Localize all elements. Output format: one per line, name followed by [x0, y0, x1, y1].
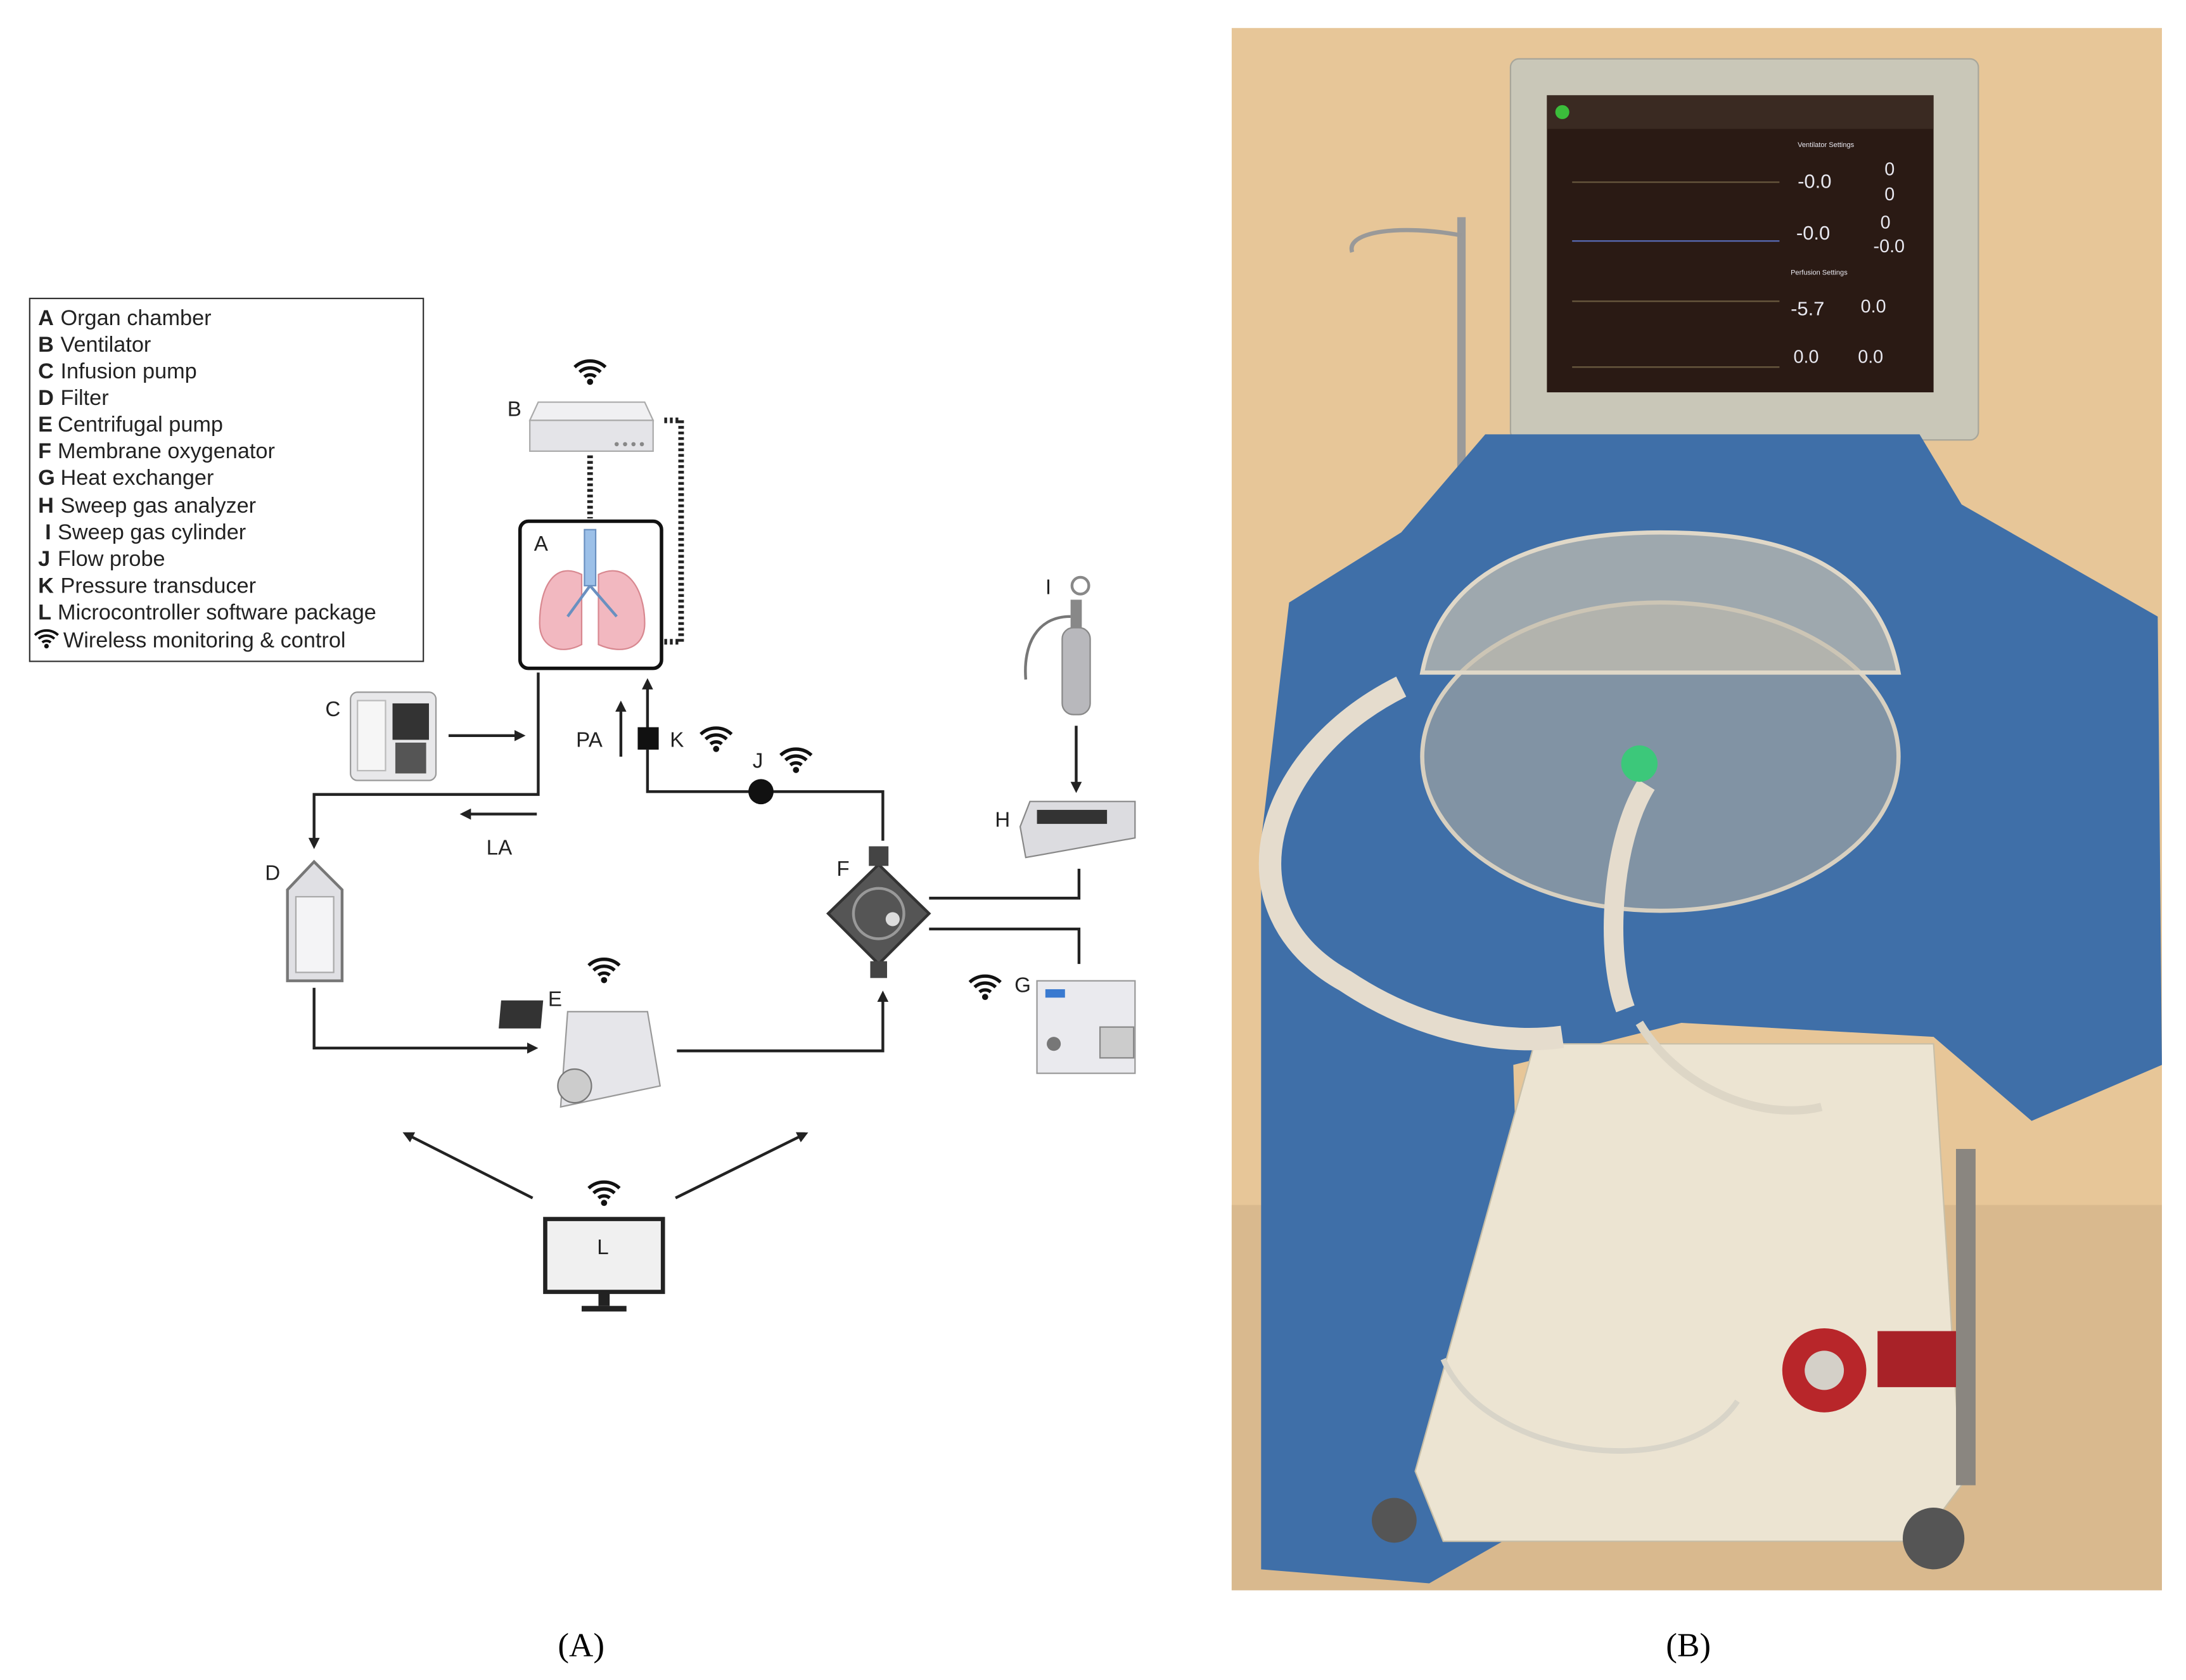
- wifi-icon: [589, 1182, 620, 1206]
- diagram-labels-J: J: [753, 750, 764, 773]
- legend-item-wireless: Wireless monitoring & control: [34, 628, 346, 652]
- wifi-icon: [969, 976, 1000, 1000]
- legend-items-5-label: Membrane oxygenator: [58, 439, 275, 463]
- diagram-labels-D: D: [265, 862, 280, 885]
- diagram-labels-G: G: [1014, 973, 1031, 997]
- diagram-labels-K: K: [670, 728, 684, 752]
- monitor-values-v6: -0.0: [1874, 236, 1905, 257]
- monitor-values-v4: -0.0: [1796, 222, 1830, 244]
- legend-item-i: I Sweep gas cylinder: [45, 520, 246, 544]
- diagram-labels-C: C: [325, 698, 340, 721]
- diagram-labels-L: L: [597, 1236, 608, 1259]
- monitor-values-v2: 0: [1884, 159, 1895, 179]
- legend-item-f: F Membrane oxygenator: [38, 439, 275, 463]
- wifi-icon: [575, 361, 606, 385]
- wifi-icon: [701, 728, 732, 752]
- legend-items-10-key: K: [38, 574, 54, 598]
- legend-items-9-label: Flow probe: [58, 547, 165, 571]
- circuit-lines: [308, 417, 1082, 1200]
- pressure-transducer: K: [637, 728, 731, 752]
- legend-items-7-key: H: [38, 494, 54, 518]
- legend-items-7-label: Sweep gas analyzer: [60, 494, 256, 518]
- sweep-gas-cylinder: I: [1024, 575, 1091, 715]
- caption-b: (B): [1666, 1627, 1711, 1664]
- diagram-labels-E: E: [548, 988, 562, 1011]
- legend-items-6-key: G: [38, 466, 55, 490]
- legend-items-3-label: Filter: [60, 386, 108, 410]
- ventilator: B: [508, 361, 655, 452]
- filter: D: [265, 859, 344, 982]
- legend-items-4-label: Centrifugal pump: [58, 413, 223, 437]
- organ-chamber: A: [518, 519, 663, 670]
- legend-items-6-label: Heat exchanger: [60, 466, 214, 490]
- la-label: LA: [487, 837, 513, 860]
- legend-item-l: L Microcontroller software package: [38, 600, 376, 624]
- legend-items-5-key: F: [38, 439, 51, 463]
- diagram-labels-I: I: [1045, 575, 1051, 599]
- monitor-values-p1: -5.7: [1791, 297, 1824, 319]
- monitor-values-v5: 0: [1881, 212, 1891, 233]
- legend-wireless_label: Wireless monitoring & control: [63, 628, 346, 652]
- diagram-labels-A: A: [534, 532, 549, 556]
- diagram-labels-H: H: [995, 808, 1010, 831]
- wifi-icon: [781, 749, 812, 773]
- lung-icon: [539, 570, 583, 650]
- diagram-labels-B: B: [508, 398, 521, 421]
- legend-items-2-key: C: [38, 359, 54, 383]
- pa-label: PA: [576, 728, 603, 752]
- sweep-gas-analyzer: H: [995, 800, 1136, 859]
- wifi-icon: [589, 959, 620, 984]
- infusion-pump: C: [325, 691, 437, 781]
- monitor-perfusion_title: Perfusion Settings: [1791, 269, 1848, 276]
- monitor-ventilator_title: Ventilator Settings: [1798, 141, 1855, 149]
- monitor-values-p4: 0.0: [1858, 347, 1883, 368]
- legend-items-8-key: I: [45, 520, 51, 544]
- legend-items-0-label: Organ chamber: [60, 306, 211, 330]
- legend-items-11-label: Microcontroller software package: [58, 600, 376, 624]
- legend-items-1-label: Ventilator: [60, 333, 151, 357]
- legend-items-4-key: E: [38, 413, 53, 437]
- legend-items-0-key: A: [38, 306, 54, 330]
- legend-items-3-key: D: [38, 386, 54, 410]
- monitor-values-v1: -0.0: [1798, 170, 1831, 192]
- legend-items-1-key: B: [38, 333, 54, 357]
- filter-connector-icon: [1621, 745, 1658, 782]
- centrifugal-pump: E: [499, 959, 662, 1108]
- legend-items-2-label: Infusion pump: [60, 359, 196, 383]
- legend-items-11-key: L: [38, 600, 51, 624]
- monitor-screen: Ventilator Settings Perfusion Settings -…: [1509, 58, 1979, 441]
- diagram-labels-F: F: [836, 857, 849, 881]
- flow-probe: J: [748, 749, 812, 805]
- monitor-values-p3: 0.0: [1794, 347, 1819, 368]
- legend-item-j: J Flow probe: [38, 547, 165, 571]
- monitor-values-v3: 0: [1884, 184, 1895, 205]
- bell-icon: [1555, 105, 1569, 119]
- lung-icon: [598, 570, 646, 650]
- heat-exchanger: G: [969, 973, 1136, 1074]
- photo-perfusion-system: Ventilator Settings Perfusion Settings -…: [1231, 28, 2162, 1591]
- caption-a: (A): [558, 1627, 604, 1664]
- microcontroller-monitor: L: [543, 1182, 665, 1312]
- monitor-values-p2: 0.0: [1861, 297, 1886, 317]
- legend-items-10-label: Pressure transducer: [60, 574, 256, 598]
- trachea-icon: [584, 529, 597, 587]
- membrane-oxygenator: F: [826, 846, 931, 978]
- legend-items-9-key: J: [38, 547, 50, 571]
- legend-items-8-label: Sweep gas cylinder: [58, 520, 246, 544]
